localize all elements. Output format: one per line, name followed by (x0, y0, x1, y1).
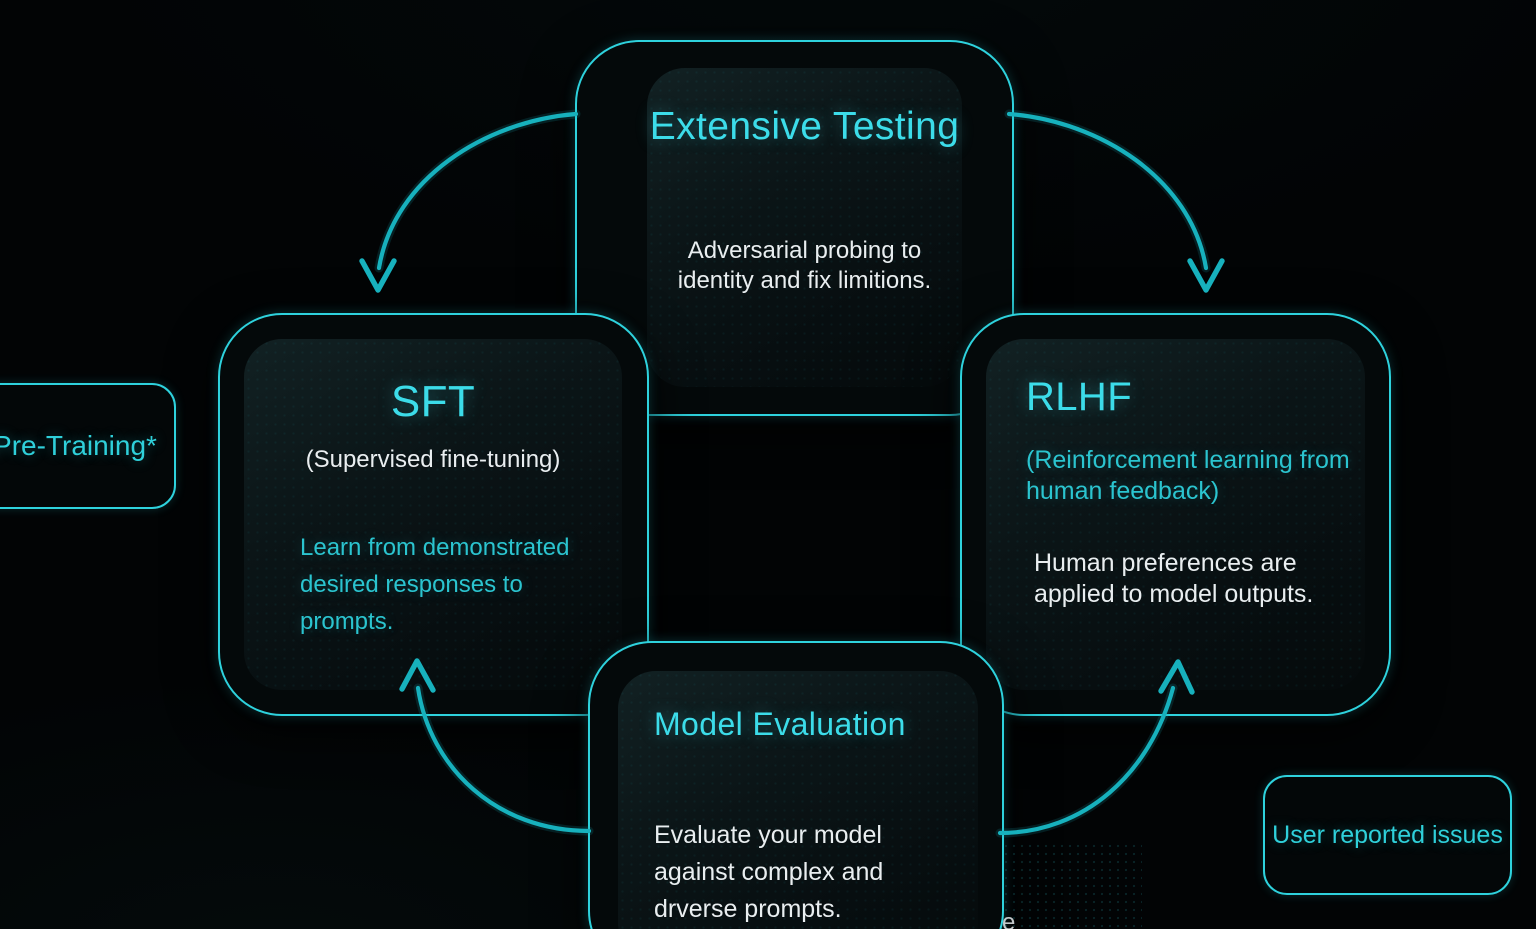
extensive-testing-title: Extensive Testing (649, 105, 960, 148)
clipped-bottom-text: e (1002, 909, 1016, 929)
dot-texture (1002, 842, 1142, 929)
pre-training-label: Pre-Training* (0, 430, 157, 461)
arrow-testing-to-sft (359, 109, 581, 293)
rlhf-subtitle: (Reinforcement learning from human feedb… (1026, 446, 1350, 505)
model-evaluation-panel: Model Evaluation Evaluate your model aga… (618, 671, 978, 929)
sft-card: SFT (Supervised fine-tuning) Learn from … (218, 313, 649, 716)
rlhf-title: RLHF (1026, 375, 1133, 419)
pre-training-label-box: Pre-Training* (0, 383, 176, 509)
rlhf-body: Human preferences are applied to model o… (1034, 549, 1314, 608)
model-evaluation-body: Evaluate your model against complex and … (654, 821, 884, 923)
model-evaluation-card: Model Evaluation Evaluate your model aga… (588, 641, 1004, 929)
sft-body: Learn from demonstrated desired response… (300, 534, 570, 635)
user-reported-issues-label: User reported issues (1272, 820, 1503, 849)
sft-title: SFT (390, 377, 476, 426)
rlhf-panel: RLHF (Reinforcement learning from human … (986, 339, 1365, 690)
extensive-testing-card: Extensive Testing Adversarial probing to… (575, 40, 1014, 416)
extensive-testing-body: Adversarial probing to identity and fix … (677, 237, 932, 294)
rlhf-card: RLHF (Reinforcement learning from human … (960, 313, 1391, 716)
user-reported-issues-box: User reported issues (1263, 775, 1512, 895)
arrow-testing-to-rlhf (1004, 109, 1225, 293)
model-evaluation-title: Model Evaluation (654, 706, 906, 742)
sft-subtitle: (Supervised fine-tuning) (305, 446, 561, 473)
extensive-testing-panel: Extensive Testing Adversarial probing to… (647, 68, 962, 387)
sft-panel: SFT (Supervised fine-tuning) Learn from … (244, 339, 622, 690)
